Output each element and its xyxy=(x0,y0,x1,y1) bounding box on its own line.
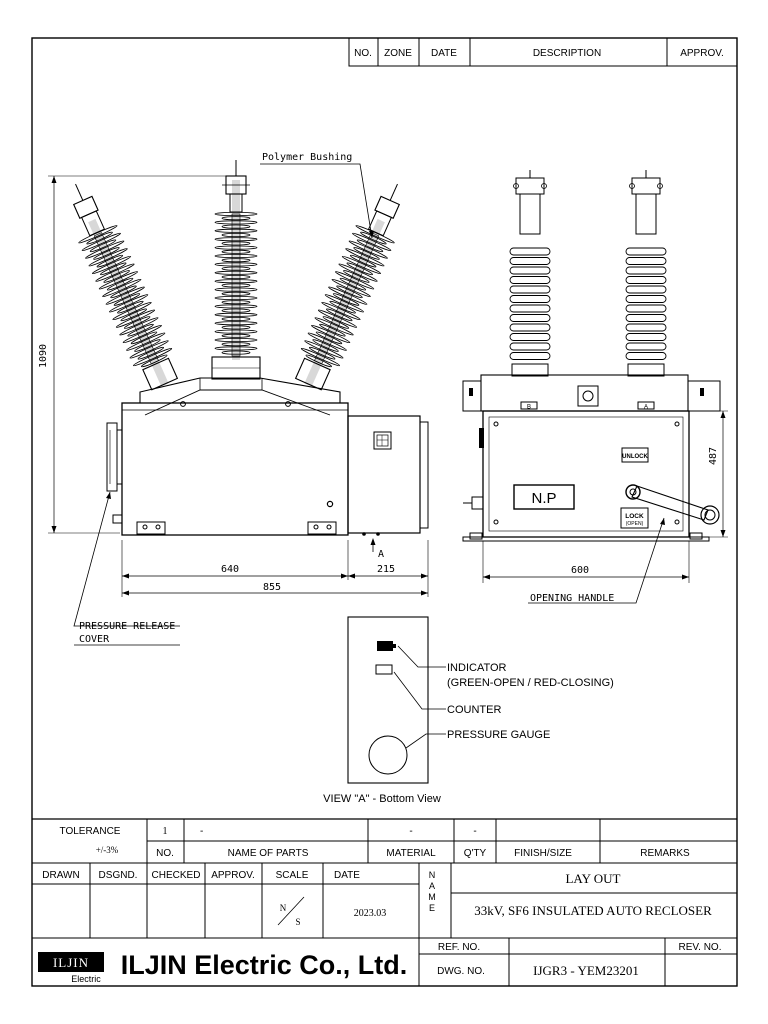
rev-header-description: DESCRIPTION xyxy=(533,48,601,59)
pressure-gauge-circle xyxy=(368,735,408,775)
rev-header-no: NO. xyxy=(354,48,372,59)
nameplate xyxy=(513,484,575,510)
company-name: ILJIN Electric Co., Ltd. xyxy=(121,950,408,980)
label-indicator-colors: (GREEN-OPEN / RED-CLOSING) xyxy=(447,677,614,689)
company-logo-text: ILJIN xyxy=(53,955,89,970)
col-material: MATERIAL xyxy=(386,848,436,859)
part-row1-material: - xyxy=(409,826,412,837)
view-a-marker: A xyxy=(378,549,384,560)
lock-plate-open: (OPEN) xyxy=(626,521,644,527)
center-bushing xyxy=(211,160,261,380)
approv-label: APPROV. xyxy=(211,870,255,881)
rev-no-label: REV. NO. xyxy=(679,942,722,953)
col-finish-size: FINISH/SIZE xyxy=(514,848,572,859)
company-logo xyxy=(38,952,104,972)
unlock-plate-label: UNLOCK xyxy=(622,454,648,460)
label-pressure-release-2: COVER xyxy=(79,634,110,645)
label-pressure-release-1: PRESSURE RELEASE xyxy=(79,621,175,632)
part-row1-qty: - xyxy=(473,826,476,837)
ref-no-label: REF. NO. xyxy=(438,942,480,953)
dim-640: 640 xyxy=(221,564,239,575)
part-row1-no: 1 xyxy=(163,826,168,837)
scale-label: SCALE xyxy=(276,870,309,881)
label-opening-handle: OPENING HANDLE xyxy=(530,593,614,604)
right-bushing xyxy=(294,183,401,391)
bottom-view-caption: VIEW "A" - Bottom View xyxy=(323,793,441,805)
label-indicator: INDICATOR xyxy=(447,662,507,674)
col-no: NO. xyxy=(156,848,174,859)
drawn-label: DRAWN xyxy=(42,870,79,881)
rev-header-approv: APPROV. xyxy=(680,48,724,59)
col-qty: Q'TY xyxy=(464,848,487,859)
revision-table: NO. ZONE DATE DESCRIPTION APPROV. xyxy=(348,37,738,67)
dim-855: 855 xyxy=(263,582,281,593)
bottom-view: INDICATOR (GREEN-OPEN / RED-CLOSING) COU… xyxy=(323,616,614,805)
dim-487: 487 xyxy=(708,447,719,465)
label-counter: COUNTER xyxy=(447,704,501,716)
control-cabinet xyxy=(347,415,421,534)
side-view: Polymer Bushing 1090 640 215 855 A PRESS… xyxy=(38,152,429,646)
name-letter-e: E xyxy=(429,903,435,913)
sheet-border xyxy=(31,37,738,987)
scale-s: S xyxy=(295,917,300,927)
name-line1: LAY OUT xyxy=(565,871,620,886)
rev-header-date: DATE xyxy=(431,48,457,59)
company-logo-sub: Electric xyxy=(71,974,101,984)
tolerance-value: +/-3% xyxy=(96,845,119,855)
dim-600: 600 xyxy=(571,565,589,576)
nameplate-label: N.P xyxy=(531,490,556,507)
dim-height-1090: 1090 xyxy=(38,344,49,368)
dsgnd-label: DSGND. xyxy=(99,870,138,881)
lock-plate-label: LOCK xyxy=(625,513,644,520)
indicator-window xyxy=(377,641,393,651)
phase-mark-left: B xyxy=(527,405,531,411)
front-bushing-right xyxy=(625,170,667,377)
date-label: DATE xyxy=(334,870,360,881)
rev-header-zone: ZONE xyxy=(384,48,412,59)
title-block: TOLERANCE +/-3% 1 - - - NO. NAME OF PART… xyxy=(32,818,737,986)
phase-mark-right: A xyxy=(644,405,648,411)
dwg-no-value: IJGR3 - YEM23201 xyxy=(533,963,639,978)
label-pressure-gauge: PRESSURE GAUGE xyxy=(447,729,550,741)
dwg-no-label: DWG. NO. xyxy=(437,966,485,977)
counter-window xyxy=(375,664,393,675)
scale-n: N xyxy=(280,903,287,913)
col-remarks: REMARKS xyxy=(640,848,690,859)
front-view: B A N.P UNLOCK LOCK (OPEN) xyxy=(462,170,728,604)
name-line2: 33kV, SF6 INSULATED AUTO RECLOSER xyxy=(474,903,712,918)
left-bushing xyxy=(72,183,179,391)
front-bushing-left xyxy=(509,170,551,377)
date-value: 2023.03 xyxy=(354,908,387,919)
name-letter-n: N xyxy=(429,870,436,880)
name-letter-m: M xyxy=(428,892,436,902)
col-name-of-parts: NAME OF PARTS xyxy=(228,848,309,859)
callout-polymer-bushing: Polymer Bushing xyxy=(262,152,352,163)
part-row1-name: - xyxy=(200,826,203,837)
dim-215: 215 xyxy=(377,564,395,575)
front-tank xyxy=(482,410,690,538)
tank-body xyxy=(121,402,349,536)
checked-label: CHECKED xyxy=(152,870,201,881)
tolerance-label: TOLERANCE xyxy=(60,826,121,837)
name-letter-a: A xyxy=(429,881,435,891)
